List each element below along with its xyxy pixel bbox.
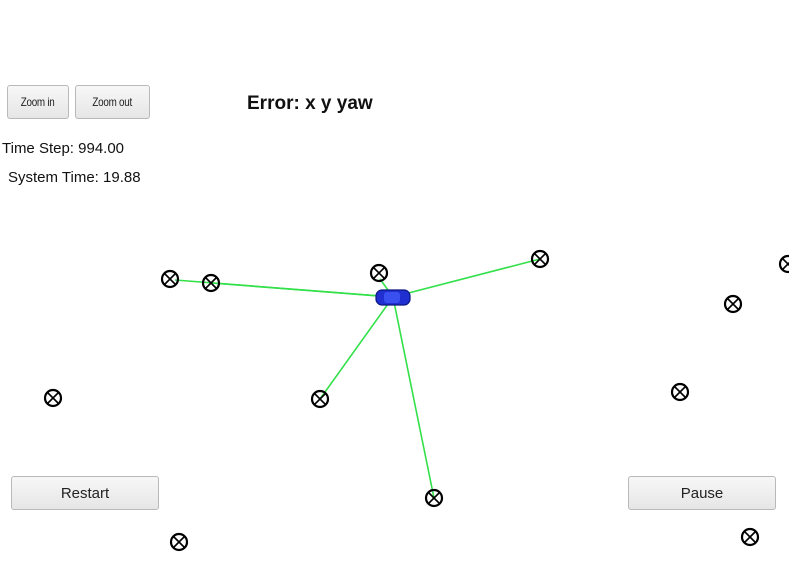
error-title: Error: x y yaw — [247, 93, 373, 114]
observation-line — [392, 258, 541, 298]
landmark-icon — [160, 269, 180, 289]
restart-button[interactable]: Restart — [11, 476, 159, 510]
landmark-icon — [723, 294, 743, 314]
time-step-readout: Time Step: 994.00 — [2, 140, 125, 157]
landmark-icon — [740, 527, 760, 547]
landmark-icon — [778, 254, 789, 274]
system-time-readout: System Time: 19.88 — [8, 169, 141, 186]
observation-lines — [174, 258, 541, 499]
observation-line — [392, 296, 435, 499]
zoom-out-button[interactable]: Zoom out — [75, 85, 150, 119]
observation-line — [319, 296, 394, 400]
observation-line — [210, 282, 394, 298]
landmark-icon — [169, 532, 189, 552]
landmark-layer — [43, 249, 789, 552]
vehicle — [375, 289, 411, 306]
landmark-icon — [201, 273, 221, 293]
landmark-icon — [530, 249, 550, 269]
car-roof — [384, 292, 400, 303]
zoom-out-label: Zoom out — [92, 95, 133, 109]
landmark-icon — [424, 488, 444, 508]
landmark-icon — [310, 389, 330, 409]
landmark-icon — [369, 263, 389, 283]
zoom-in-button[interactable]: Zoom in — [7, 85, 69, 119]
pause-button[interactable]: Pause — [628, 476, 776, 510]
zoom-in-label: Zoom in — [21, 95, 55, 109]
landmark-icon — [670, 382, 690, 402]
landmark-icon — [43, 388, 63, 408]
